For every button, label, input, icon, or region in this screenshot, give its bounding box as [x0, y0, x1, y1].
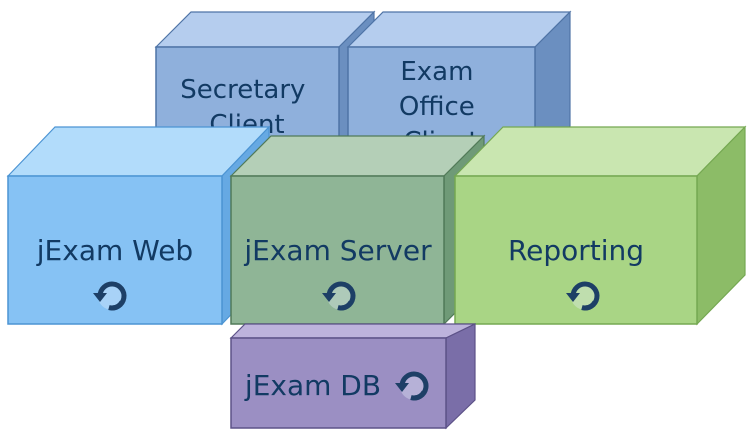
- jexam-db-side-face: [445, 323, 476, 430]
- secretary-client-top-face: [154, 11, 376, 48]
- jexam-server-top-face: [229, 135, 486, 177]
- jexam-web-label: jExam Web: [36, 234, 193, 267]
- jexam-server-box: jExam Server: [229, 134, 486, 326]
- jexam-db-label: jExam DB: [244, 369, 381, 402]
- secretary-client-label-line-1: Secretary: [180, 75, 305, 105]
- exam-office-client-top-face: [346, 11, 572, 48]
- reporting-box: Reporting: [453, 125, 747, 326]
- jexam-db-top-face: [229, 323, 476, 339]
- jexam-server-label: jExam Server: [243, 234, 432, 267]
- exam-office-client-label-line-2: Office: [399, 92, 475, 122]
- reporting-label: Reporting: [508, 234, 644, 267]
- jexam-db-box: jExam DB: [229, 323, 476, 430]
- exam-office-client-label-line-1: Exam: [400, 57, 473, 87]
- reporting-top-face: [453, 126, 747, 177]
- jexam-web-box: jExam Web: [6, 125, 271, 326]
